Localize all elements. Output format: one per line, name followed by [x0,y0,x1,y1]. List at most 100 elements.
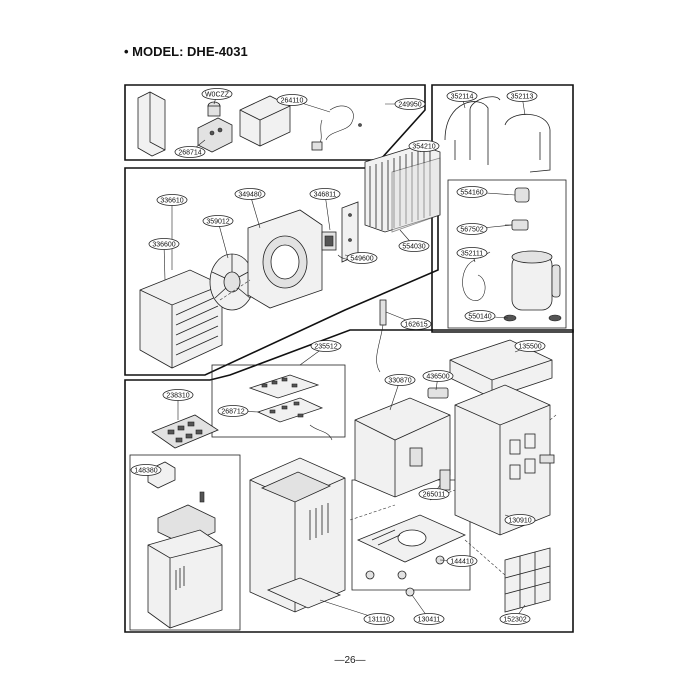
model-title: • MODEL: DHE-4031 [124,44,248,59]
part-number: 354210 [412,144,435,151]
part-label: 265011 [418,484,450,500]
part-number: 436500 [426,374,449,381]
suction-pipe [504,113,551,173]
part-label-leader [217,220,229,259]
capacitor [207,101,221,117]
part-label: 148380 [130,464,162,476]
part-number: 131110 [368,617,390,624]
part-label-oval [310,340,342,352]
part-number: 346811 [314,192,337,199]
part-label: 130411 [411,594,445,625]
part-label-oval [422,370,454,382]
part-label-oval [413,613,445,625]
part-label-oval [456,247,488,259]
capillary-tube [462,251,491,301]
part-label: 336610 [156,194,188,270]
fan-scroll [247,209,323,309]
part-label: 131110 [319,599,395,625]
part-number: 238310 [166,393,189,400]
part-label: 130910 [504,514,536,526]
part-label: 135500 [514,340,546,353]
part-label-oval [276,94,308,106]
part-label-oval [363,613,395,625]
part-label: 359012 [202,215,234,259]
part-number: 148380 [134,468,157,475]
part-label: W0CZZ [201,88,233,105]
part-number: 554160 [460,190,483,197]
part-label: 268714 [174,139,206,158]
part-label: 346811 [309,188,341,231]
part-label-leader [163,243,166,281]
part-number: 162615 [404,322,427,329]
part-number: 554030 [402,244,425,251]
part-label-oval [418,488,450,500]
part-label-oval [217,405,249,417]
part-number: 265011 [423,492,446,499]
part-label: 238310 [162,389,194,420]
power-cord [311,105,362,151]
part-number: 152302 [503,617,526,624]
terminal-block [197,117,233,153]
mount-line [549,414,557,421]
part-label: 336600 [148,238,180,281]
part-label-oval [446,555,478,567]
part-number: 352111 [461,251,483,258]
part-number: 567502 [460,227,483,234]
part-label: 549600 [344,252,378,264]
part-number: 130910 [508,518,531,525]
mount-line [464,539,506,576]
part-label: 436500 [422,370,454,391]
electrical-box-cover [137,91,166,157]
fan-housing [139,269,223,369]
bucket [147,529,223,629]
frame-control-panel [211,364,346,438]
part-label: 554030 [398,229,430,252]
float-switch [376,299,387,373]
part-label-oval [394,98,426,110]
air-outlet-grille [427,387,449,399]
part-label-oval [398,240,430,252]
control-bracket [239,95,291,147]
part-label-oval [202,215,234,227]
part-number: 135500 [518,344,541,351]
part-number: 235512 [314,344,337,351]
part-label: 144410 [439,555,478,567]
control-panel-cover [151,414,219,449]
part-number: 359012 [206,219,229,226]
part-number: 352114 [451,94,474,101]
part-label: 354210 [408,140,440,153]
part-label-oval [346,252,378,264]
part-label-oval [156,194,188,206]
part-label: 268712 [217,405,261,417]
control-pcb [248,374,320,399]
fan-motor [321,231,337,251]
part-labels: W0CZZ 264110 249950 268714 352114 352113 35421… [130,88,546,625]
front-cabinet [249,457,346,613]
base-frame [354,397,451,498]
part-number: 268712 [221,409,244,416]
part-label-oval [506,90,538,102]
part-label-oval [408,140,440,152]
control-bracket-lower [256,397,333,441]
mount-line [219,279,251,301]
compressor [511,250,561,311]
part-label: 264110 [276,94,331,113]
part-label: 235512 [299,340,342,366]
part-number: 249950 [398,102,421,109]
part-number: W0CZZ [205,92,230,99]
mount-line [349,504,396,521]
frame-lower-assembly [124,329,574,633]
discharge-pipe [444,96,501,165]
part-label-oval [384,374,416,386]
part-label-oval [309,188,341,200]
mount-line [429,489,456,501]
part-label-oval [504,514,536,526]
part-label: 567502 [456,223,513,235]
frame-bucket [129,454,241,631]
part-label-leader [324,193,331,231]
rear-cabinet [454,384,555,536]
overload-protector [514,187,530,203]
part-number: 352113 [511,94,534,101]
part-number: 268714 [178,150,201,157]
